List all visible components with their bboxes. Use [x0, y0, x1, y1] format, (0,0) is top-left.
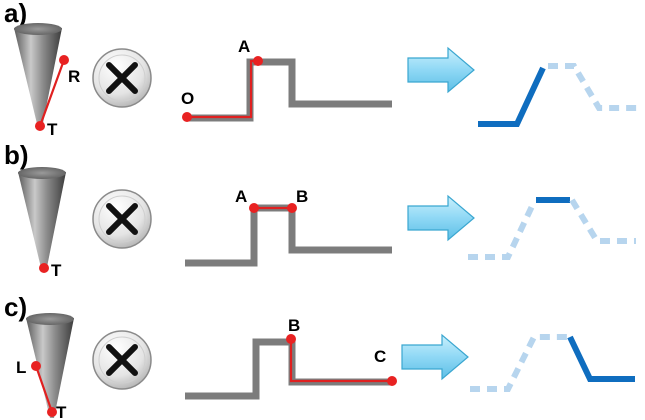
point-t: [35, 121, 45, 131]
contact-line: [38, 59, 66, 127]
trace-path: [289, 339, 392, 383]
panel-b: b) T A B: [4, 140, 636, 280]
panel-a: a) R T O A: [4, 0, 640, 139]
tip-label-t: T: [47, 120, 58, 139]
result-segment-faded: [468, 200, 537, 260]
result-segment-solid: [478, 66, 546, 127]
point-label-a: A: [235, 187, 247, 206]
point-b: [286, 334, 296, 344]
result-segment-solid: [567, 335, 635, 382]
contact-line: [34, 365, 54, 413]
point-label-o: O: [181, 89, 194, 108]
multiply-circle-icon: [93, 190, 151, 248]
result-segment-faded: [569, 198, 636, 244]
panel-label: c): [4, 292, 27, 322]
conical-tip-icon: [14, 23, 62, 128]
tip-label-r: R: [68, 67, 80, 86]
point-t: [47, 407, 57, 417]
point-l: [31, 361, 41, 371]
conical-tip-icon: [18, 167, 66, 272]
point-label-b: B: [288, 316, 300, 335]
surface-profile: [185, 204, 392, 267]
tip-label-l: L: [16, 358, 26, 377]
tip-label-t: T: [51, 261, 62, 280]
surface-profile: [185, 338, 392, 400]
point-t: [39, 263, 49, 273]
point-r: [59, 55, 69, 65]
right-arrow-icon: [401, 334, 469, 380]
tip-label-t: T: [56, 403, 67, 420]
panel-c: c) L T B C: [4, 292, 635, 420]
panel-label: a): [4, 0, 27, 28]
point-label-b: B: [296, 187, 308, 206]
point-c: [387, 376, 397, 386]
right-arrow-icon: [407, 47, 475, 93]
point-label-c: C: [374, 347, 386, 366]
multiply-circle-icon: [93, 331, 151, 389]
right-arrow-icon: [407, 195, 475, 241]
panel-label: b): [4, 140, 29, 170]
point-o: [182, 112, 192, 122]
point-a: [253, 56, 263, 66]
result-segment-faded: [548, 63, 640, 111]
point-b: [287, 203, 297, 213]
point-a: [249, 203, 259, 213]
result-segment-faded: [470, 334, 568, 392]
multiply-circle-icon: [93, 49, 151, 107]
point-label-a: A: [238, 37, 250, 56]
surface-profile: [185, 58, 392, 122]
